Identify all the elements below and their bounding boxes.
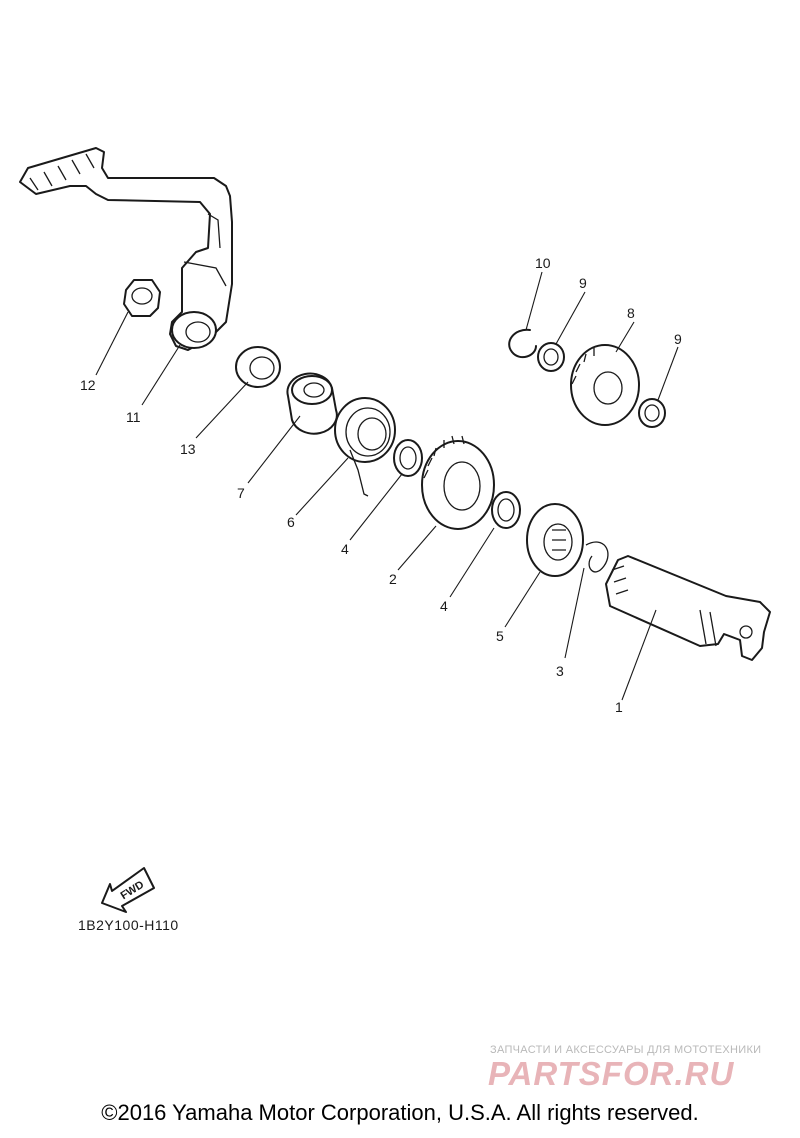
- callout-2: 2: [389, 571, 397, 587]
- circlip[interactable]: [508, 328, 537, 359]
- collar[interactable]: [286, 372, 338, 435]
- watermark-tagline: ЗАПЧАСТИ И АКСЕССУАРЫ ДЛЯ МОТОТЕХНИКИ: [490, 1044, 762, 1056]
- callout-11: 11: [126, 409, 141, 425]
- callout-4: 4: [440, 598, 448, 614]
- leader-lines: [95, 271, 679, 701]
- callout-6: 6: [287, 514, 295, 530]
- callout-10: 10: [535, 255, 551, 271]
- watermark-logo: PARTSFOR.RU: [488, 1055, 734, 1093]
- idle-gear[interactable]: [570, 344, 640, 426]
- washer[interactable]: [393, 439, 423, 477]
- torsion-spring[interactable]: [334, 397, 396, 497]
- washer[interactable]: [537, 342, 565, 372]
- kick-lever[interactable]: [19, 147, 233, 351]
- callout-9: 9: [579, 275, 587, 291]
- callout-7: 7: [237, 485, 245, 501]
- fwd-arrow-icon: FWD: [101, 867, 155, 913]
- kick-gear[interactable]: [421, 435, 495, 530]
- callout-3: 3: [556, 663, 564, 679]
- nut[interactable]: [123, 279, 161, 317]
- callout-13: 13: [180, 441, 196, 457]
- copyright-notice: ©2016 Yamaha Motor Corporation, U.S.A. A…: [101, 1100, 699, 1125]
- washer[interactable]: [491, 491, 521, 529]
- diagram-code: 1B2Y100-H110: [78, 917, 179, 933]
- watermark-logo-part1: PARTS: [488, 1055, 602, 1092]
- callout-5: 5: [496, 628, 504, 644]
- oil-seal[interactable]: [235, 346, 281, 388]
- spring-clip[interactable]: [585, 541, 609, 573]
- watermark-logo-part2: FOR.RU: [601, 1055, 735, 1092]
- callout-12: 12: [80, 377, 96, 393]
- callout-8: 8: [627, 305, 635, 321]
- callout-1: 1: [615, 699, 623, 715]
- callout-4: 4: [341, 541, 349, 557]
- kick-axle[interactable]: [605, 555, 771, 661]
- ratchet[interactable]: [526, 503, 584, 577]
- callout-9: 9: [674, 331, 682, 347]
- washer[interactable]: [638, 398, 666, 428]
